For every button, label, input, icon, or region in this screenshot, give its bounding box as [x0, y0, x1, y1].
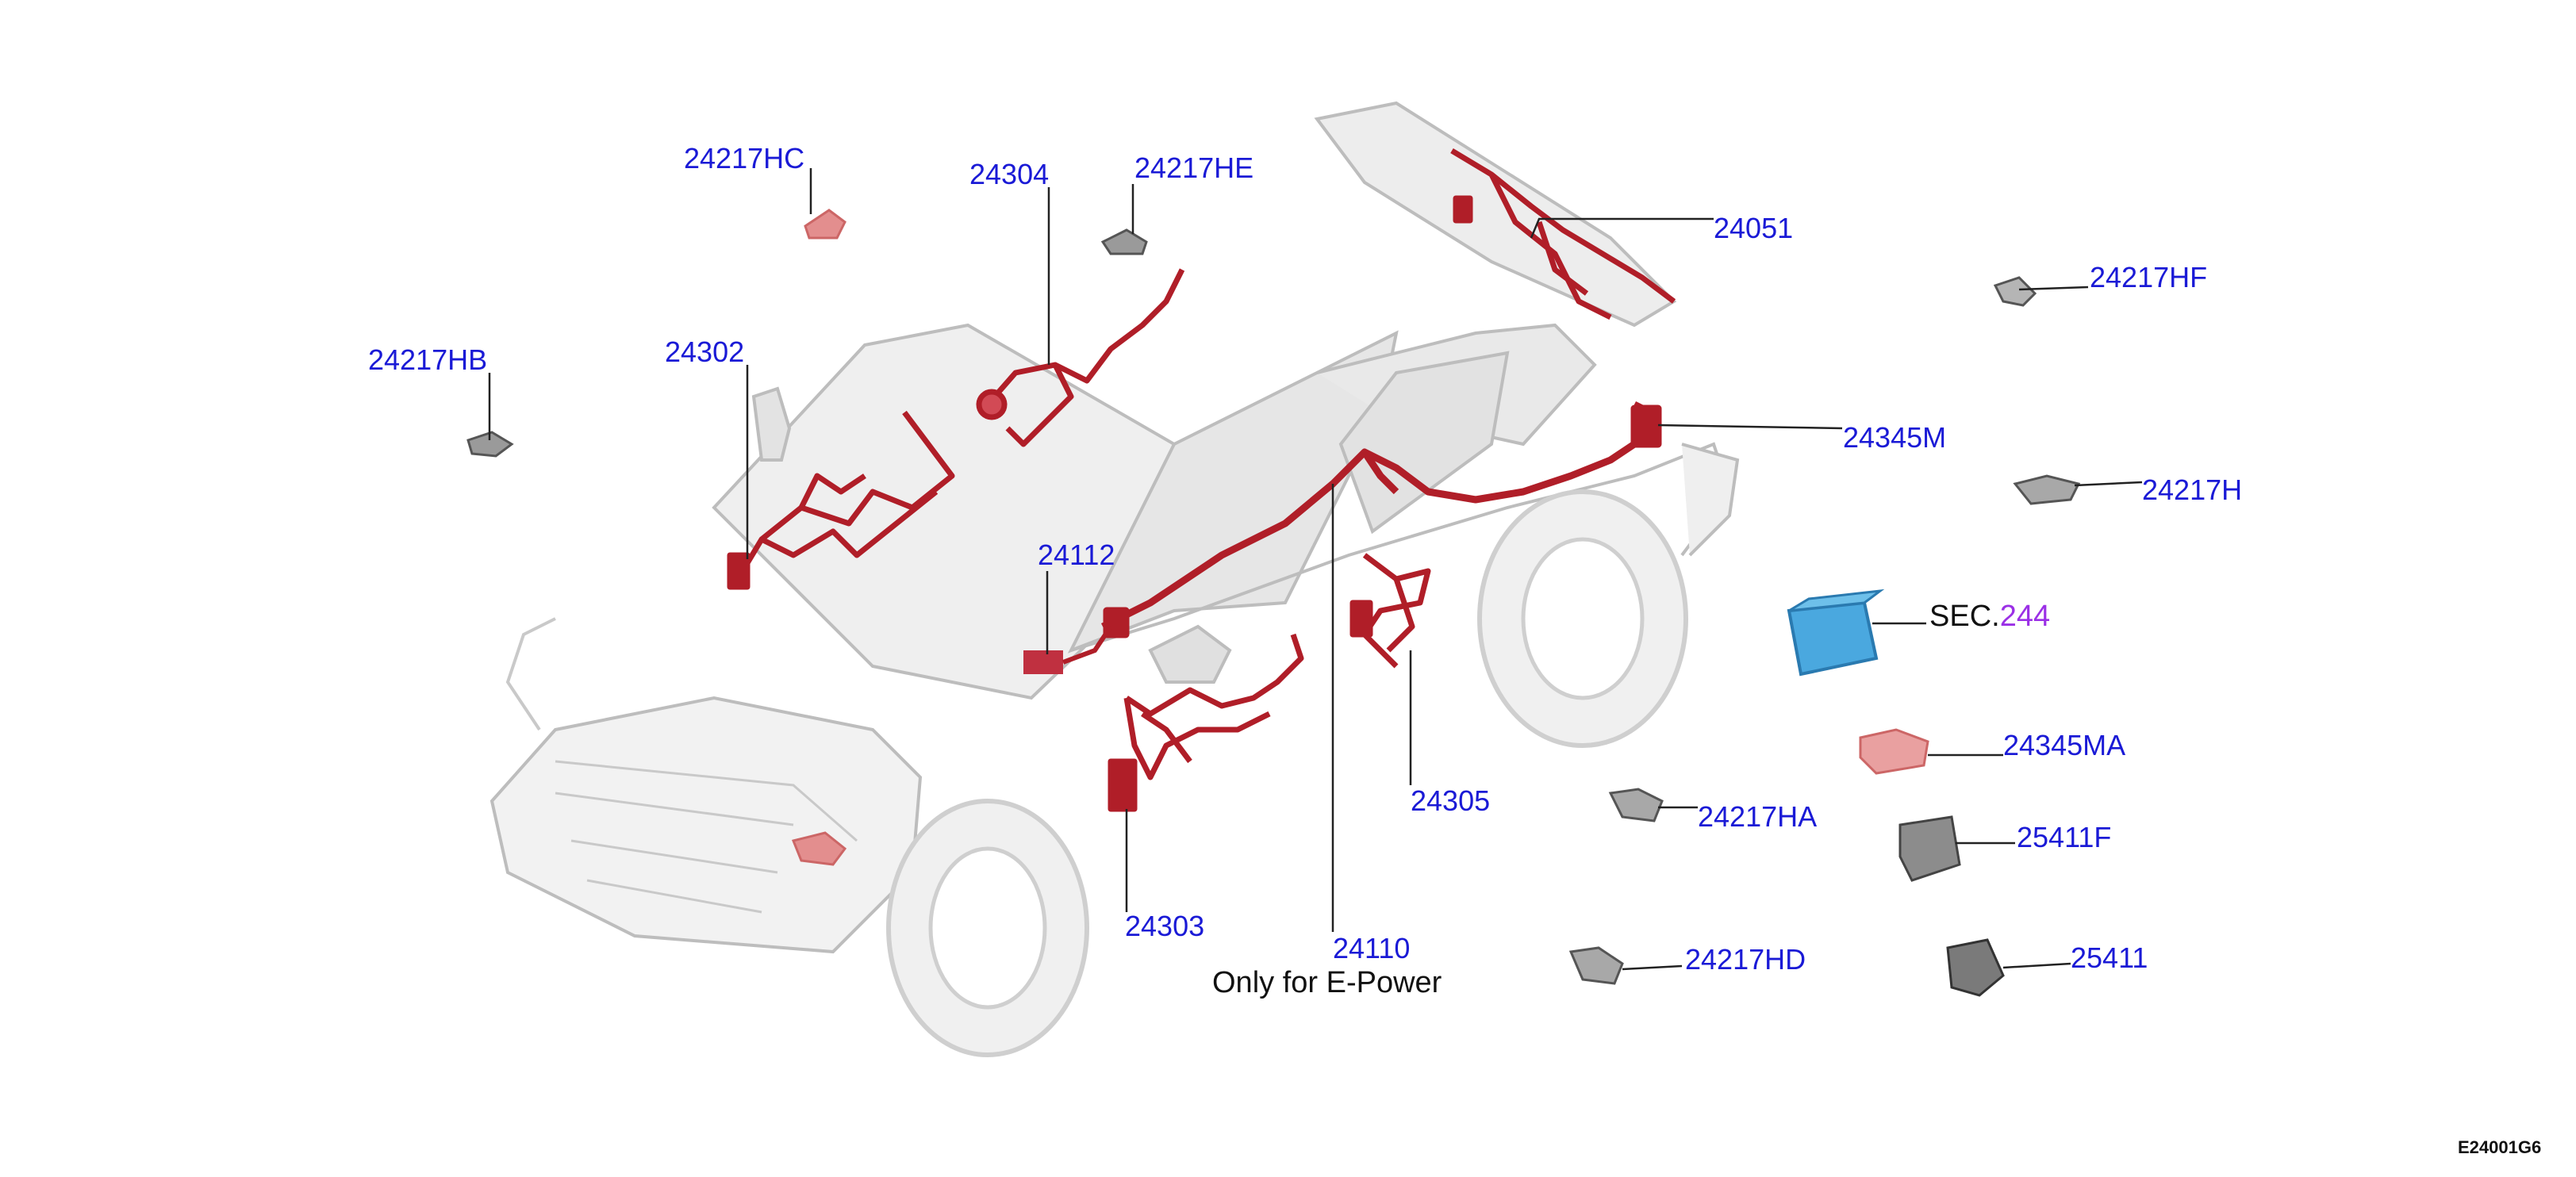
harness-front-door — [1349, 553, 1431, 669]
harness-instrument — [976, 268, 1185, 447]
label-24217HC[interactable]: 24217HC — [684, 142, 805, 174]
bracket-24217HB — [466, 431, 514, 458]
label-24110[interactable]: 24110 — [1333, 932, 1411, 964]
harness-body — [1100, 401, 1662, 638]
bracket-24217HC — [804, 209, 847, 240]
battery-sec-244 — [1787, 588, 1885, 677]
leader-24217HD — [1622, 964, 1683, 971]
harness-room — [1023, 625, 1113, 674]
note-only-for-epower: Only for E-Power — [1212, 966, 1442, 999]
label-24217H[interactable]: 24217H — [2142, 473, 2243, 506]
rear-wheel — [1477, 489, 1688, 748]
vehicle-body — [489, 101, 1740, 954]
label-24303[interactable]: 24303 — [1125, 910, 1205, 942]
label-24304[interactable]: 24304 — [969, 158, 1050, 190]
label-25411[interactable]: 25411 — [2071, 941, 2148, 974]
harness-back-door — [1450, 148, 1676, 320]
label-24217HE[interactable]: 24217HE — [1134, 151, 1254, 184]
label-24112[interactable]: 24112 — [1038, 539, 1115, 571]
label-24345M[interactable]: 24345M — [1843, 421, 1947, 454]
part-25411F — [1898, 815, 1961, 882]
leader-24345M — [1657, 424, 1843, 430]
label-24217HD[interactable]: 24217HD — [1685, 943, 1806, 976]
label-24345MA[interactable]: 24345MA — [2003, 729, 2126, 761]
label-25411F[interactable]: 25411F — [2017, 821, 2112, 853]
bracket-24217HF — [1993, 276, 2037, 307]
bracket-24217HD — [1568, 946, 1624, 985]
label-24051[interactable]: 24051 — [1714, 212, 1794, 244]
part-25411 — [1946, 938, 2005, 997]
label-24302[interactable]: 24302 — [665, 335, 745, 368]
leader-lines — [488, 168, 2143, 971]
bracket-24217HE — [1100, 228, 1148, 255]
label-24217HF[interactable]: 24217HF — [2090, 261, 2208, 293]
bracket-24217HA — [1608, 788, 1664, 822]
label-24217HA[interactable]: 24217HA — [1698, 800, 1818, 833]
leader-25411 — [2002, 962, 2071, 969]
bracket-24217H — [2013, 474, 2081, 505]
harness-main — [1108, 633, 1304, 812]
section-ref-link[interactable]: SEC.244 — [1929, 600, 2050, 634]
leader-24217HF — [2018, 286, 2089, 291]
section-ref-number[interactable]: 244 — [1999, 600, 2051, 633]
figure-code: E24001G6 — [2458, 1137, 2542, 1157]
leader-24051 — [1530, 217, 1714, 239]
bracket-24345MA — [1859, 728, 1929, 775]
section-ref-prefix: SEC. — [1929, 600, 2000, 633]
front-wheel — [886, 799, 1089, 1057]
label-24217HB[interactable]: 24217HB — [368, 343, 488, 376]
harness-engine-room — [727, 410, 955, 590]
label-24305[interactable]: 24305 — [1411, 784, 1491, 817]
bracket-front-horn — [791, 831, 847, 866]
leader-24217H — [2074, 481, 2143, 487]
